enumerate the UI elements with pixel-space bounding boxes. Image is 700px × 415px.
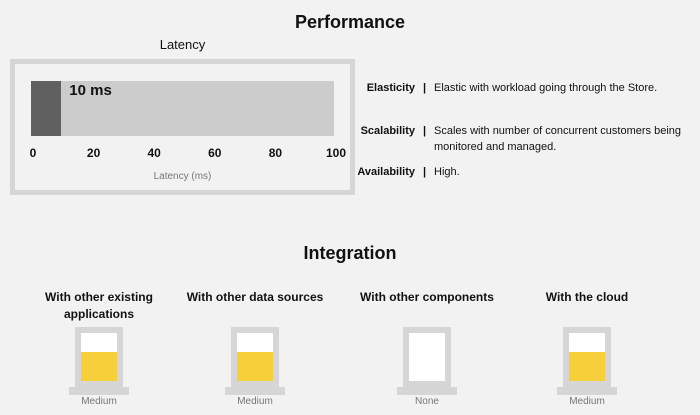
latency-tick-label: 80 (268, 146, 283, 160)
latency-tick-label: 20 (86, 146, 101, 160)
level-gauge-icon (397, 327, 457, 395)
integration-title: Integration (303, 243, 397, 263)
latency-axis-label: Latency (ms) (153, 171, 212, 182)
latency-tick-label: 100 (325, 146, 347, 160)
integration-item-data-sources: With other data sources Medium (180, 289, 330, 407)
performance-title: Performance (294, 12, 406, 32)
level-gauge-icon (69, 327, 129, 395)
gauge-fill (569, 352, 605, 381)
integration-rating: Medium (237, 396, 273, 407)
latency-bar-fill (31, 81, 62, 136)
level-gauge-icon (557, 327, 617, 395)
integration-item-label: With other existing applications (45, 290, 153, 321)
attribute-separator: | (423, 82, 427, 94)
attribute-separator: | (423, 125, 427, 137)
gauge-fill (81, 352, 117, 381)
integration-item-label: With the cloud (545, 290, 629, 304)
integration-item-existing-applications: With other existing applications Medium (24, 289, 174, 407)
attribute-value: Elastic with workload going through the … (434, 82, 658, 94)
level-gauge-icon (225, 327, 285, 395)
attribute-value: Scales with number of concurrent custome… (434, 125, 682, 153)
attribute-separator: | (423, 166, 427, 178)
latency-tick-label: 0 (29, 146, 37, 160)
latency-tick-label: 60 (208, 146, 222, 160)
latency-bar-track (31, 81, 334, 136)
gauge-fill (237, 352, 273, 381)
attribute-value: High. (434, 166, 460, 178)
integration-rating: None (415, 396, 439, 407)
integration-item-components: With other components None (352, 289, 502, 407)
latency-tick-label: 40 (147, 146, 161, 160)
attribute-key: Availability (357, 166, 415, 178)
latency-label: Latency (159, 37, 206, 52)
attribute-key: Elasticity (366, 82, 415, 94)
latency-panel: 10 ms 0 20 40 60 80 100 Latency (ms) (10, 59, 355, 195)
integration-rating: Medium (81, 396, 117, 407)
integration-item-label: With other components (360, 290, 494, 304)
integration-item-cloud: With the cloud Medium (512, 289, 662, 407)
attribute-key: Scalability (360, 125, 415, 137)
latency-value: 10 ms (69, 82, 112, 99)
integration-rating: Medium (569, 396, 605, 407)
integration-item-label: With other data sources (186, 290, 324, 304)
